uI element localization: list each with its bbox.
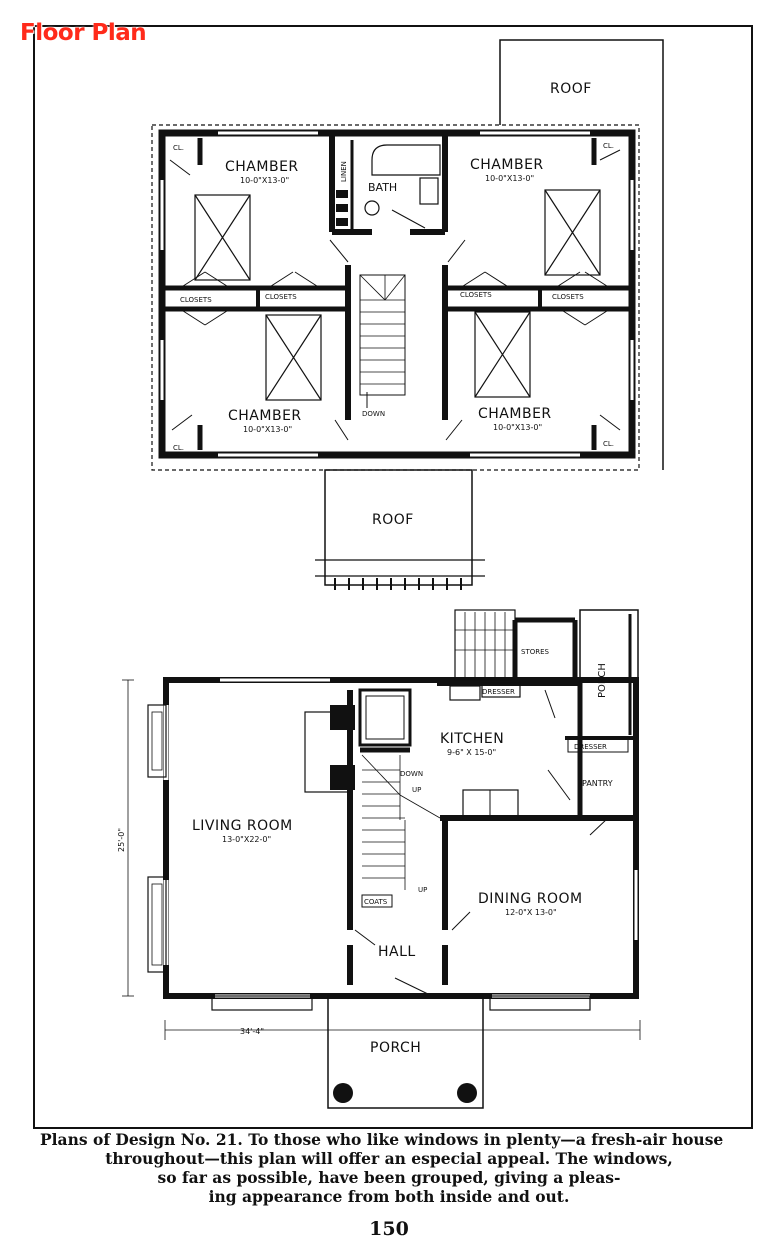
down-label-lower: DOWN [400, 770, 423, 778]
dresser-label-pantry: DRESSER [574, 743, 607, 751]
chamber-nw-name: CHAMBER [225, 159, 299, 175]
chamber-sw-name: CHAMBER [228, 408, 302, 424]
lower-floor-labels: LIVING ROOM 13-0"X22-0" KITCHEN 9-6" X 1… [117, 648, 613, 1056]
pantry-label: PANTRY [582, 779, 613, 788]
dimension-depth: 25'-0" [117, 828, 126, 852]
upper-exterior-wall [158, 129, 636, 459]
coats-label: COATS [364, 898, 388, 906]
upper-floor-labels: CHAMBER 10-0"X13-0" CHAMBER 10-0"X13-0" … [173, 142, 614, 452]
caption-line-4: ing appearance from both inside and out. [208, 1187, 570, 1206]
cl-label-nw: CL. [173, 144, 184, 152]
lower-floor [122, 609, 641, 1109]
up-label-1: UP [412, 786, 421, 794]
roof-outline-top [499, 39, 664, 470]
closets-label-3: CLOSETS [460, 291, 492, 299]
cl-label-sw: CL. [173, 444, 184, 452]
chamber-nw-size: 10-0"X13-0" [240, 176, 289, 185]
closets-label-2: CLOSETS [265, 293, 297, 301]
living-room-name: LIVING ROOM [192, 818, 293, 834]
porch-front-label: PORCH [370, 1040, 421, 1056]
figure-caption: Plans of Design No. 21. To those who lik… [20, 1130, 758, 1206]
upper-floor: ROOF [151, 39, 664, 590]
closets-label-1: CLOSETS [180, 296, 212, 304]
dining-room-size: 12-0"X 13-0" [505, 908, 557, 917]
page-frame [33, 25, 753, 1129]
down-label-upper: DOWN [362, 410, 385, 418]
linen-label: LINEN [340, 161, 348, 182]
kitchen-name: KITCHEN [440, 731, 504, 747]
dresser-label-kitchen: DRESSER [482, 688, 515, 696]
roof-label-mid: ROOF [372, 512, 414, 528]
chamber-se-size: 10-0"X13-0" [493, 423, 542, 432]
roof-eaves [151, 124, 640, 471]
chamber-ne-size: 10-0"X13-0" [485, 174, 534, 183]
bath-label: BATH [368, 181, 397, 194]
chamber-se-name: CHAMBER [478, 406, 552, 422]
closets-label-4: CLOSETS [552, 293, 584, 301]
caption-line-1: Plans of Design No. 21. To those who lik… [40, 1130, 724, 1149]
roof-label-top: ROOF [550, 81, 592, 97]
roof-outline-mid [324, 469, 473, 586]
page-number: 150 [369, 1218, 409, 1240]
up-label-2: UP [418, 886, 427, 894]
stores-label: STORES [521, 648, 550, 656]
cl-label-se: CL. [603, 440, 614, 448]
living-room-size: 13-0"X22-0" [222, 835, 271, 844]
dining-room-name: DINING ROOM [478, 891, 583, 907]
chamber-sw-size: 10-0"X13-0" [243, 425, 292, 434]
cl-label-ne: CL. [603, 142, 614, 150]
dimension-width: 34'-4" [240, 1027, 264, 1036]
hall-label: HALL [378, 944, 416, 960]
caption-line-3: so far as possible, have been grouped, g… [157, 1168, 621, 1187]
kitchen-size: 9-6" X 15-0" [447, 748, 496, 757]
caption-line-2: throughout—this plan will offer an espec… [105, 1149, 673, 1168]
chamber-ne-name: CHAMBER [470, 157, 544, 173]
floor-plan-overlay-title: Floor Plan [20, 20, 147, 46]
porch-side-label: PORCH [597, 663, 608, 698]
